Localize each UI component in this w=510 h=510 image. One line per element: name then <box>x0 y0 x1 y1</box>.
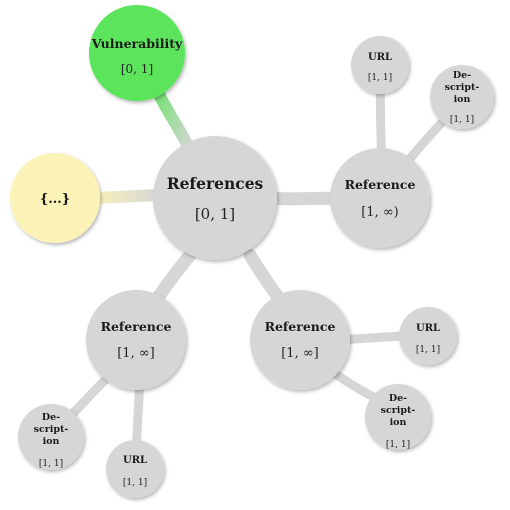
node-desc-top-line-3: ion <box>454 94 471 105</box>
node-references-label: References <box>167 174 264 193</box>
node-url-top-label: URL <box>368 52 392 63</box>
node-ref-right-label: Reference <box>345 177 416 192</box>
node-desc-right[interactable]: De- script- ion [1, 1] <box>365 384 431 450</box>
node-url-bottom[interactable]: URL [1, 1] <box>106 440 164 498</box>
node-desc-top[interactable]: De- script- ion [1, 1] <box>430 65 494 129</box>
node-vulnerability-label: Vulnerability <box>91 36 183 51</box>
node-ref-right[interactable]: Reference [1, ∞) <box>330 148 430 248</box>
node-ref-br-label: Reference <box>265 319 336 334</box>
node-desc-left-line-3: ion <box>43 436 60 447</box>
node-desc-right-line-3: ion <box>390 417 407 428</box>
node-url-bottom-cardinality: [1, 1] <box>123 478 147 488</box>
node-url-right-cardinality: [1, 1] <box>416 345 440 355</box>
node-ref-bl-cardinality: [1, ∞] <box>117 346 155 361</box>
node-references[interactable]: References [0, 1] <box>153 136 277 260</box>
node-references-cardinality: [0, 1] <box>195 205 235 223</box>
node-desc-top-cardinality: [1, 1] <box>450 115 474 125</box>
node-vulnerability[interactable]: Vulnerability [0, 1] <box>89 5 185 101</box>
edge-references-placeholder <box>84 189 166 204</box>
node-desc-left-line-2: script- <box>34 424 69 435</box>
node-url-bottom-label: URL <box>123 455 147 466</box>
node-desc-left-line-1: De- <box>42 412 60 423</box>
node-vulnerability-cardinality: [0, 1] <box>121 62 153 76</box>
node-ref-bottom-left[interactable]: Reference [1, ∞] <box>86 290 186 390</box>
node-placeholder-label: {...} <box>40 192 70 207</box>
node-url-top-cardinality: [1, 1] <box>368 73 392 83</box>
node-ref-bl-label: Reference <box>101 319 172 334</box>
node-placeholder[interactable]: {...} <box>10 153 100 243</box>
node-ref-right-cardinality: [1, ∞) <box>361 205 399 220</box>
node-desc-right-line-1: De- <box>389 393 407 404</box>
node-desc-right-cardinality: [1, 1] <box>386 440 410 450</box>
node-desc-left-cardinality: [1, 1] <box>39 459 63 469</box>
node-ref-br-cardinality: [1, ∞] <box>281 346 319 361</box>
node-url-top[interactable]: URL [1, 1] <box>351 36 409 94</box>
node-desc-top-line-2: script- <box>445 82 480 93</box>
node-desc-top-line-1: De- <box>453 70 471 81</box>
node-desc-left[interactable]: De- script- ion [1, 1] <box>18 404 84 470</box>
node-url-right-label: URL <box>416 323 440 334</box>
node-ref-bottom-right[interactable]: Reference [1, ∞] <box>250 290 350 390</box>
node-url-right[interactable]: URL [1, 1] <box>399 307 457 365</box>
node-desc-right-line-2: script- <box>381 405 416 416</box>
